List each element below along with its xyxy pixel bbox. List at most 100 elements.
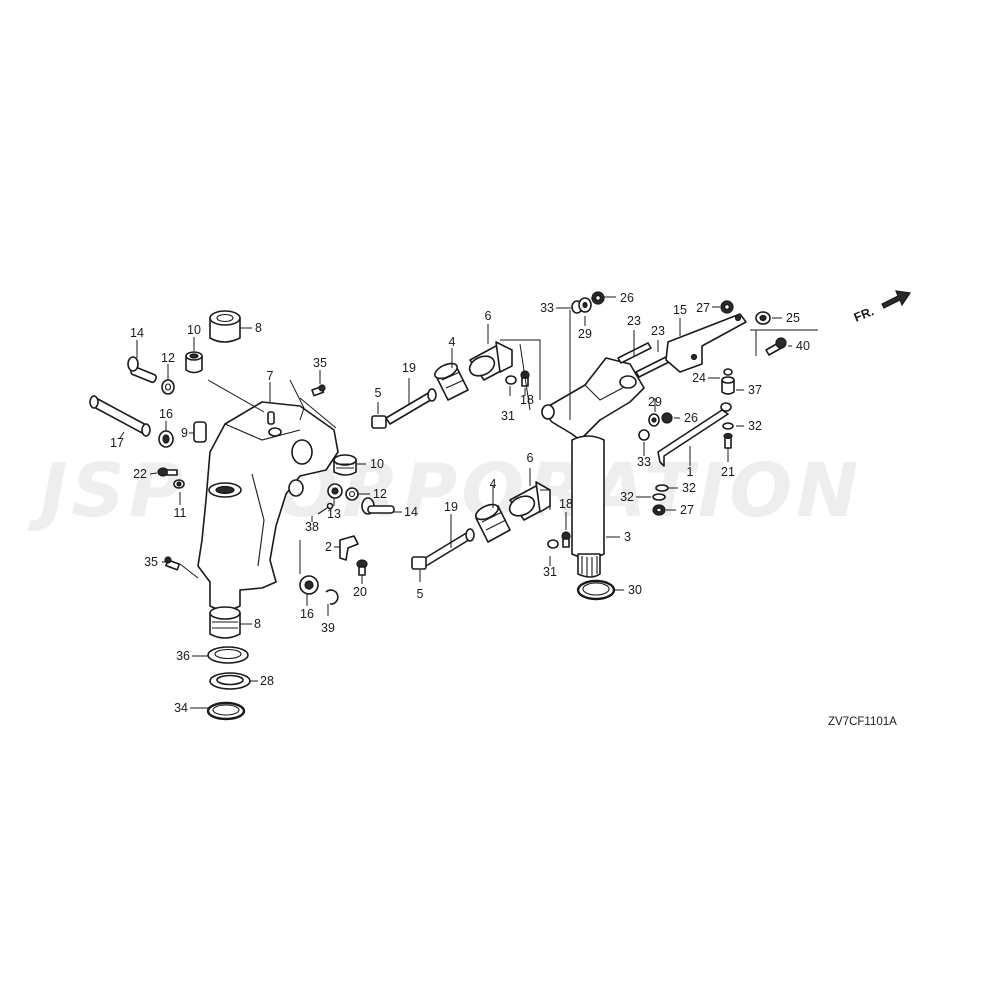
part-36-seal xyxy=(207,646,249,664)
callout-18: 18 xyxy=(520,393,534,407)
callout-14-lower: 14 xyxy=(404,505,418,519)
callout-33-lower: 33 xyxy=(637,455,651,469)
callout-8: 8 xyxy=(255,321,262,335)
part-6-housing-lower xyxy=(508,481,551,521)
callout-19-lower: 19 xyxy=(444,500,458,514)
front-direction-arrow: FR. xyxy=(852,290,912,325)
part-13-collar xyxy=(327,483,343,499)
callout-35-lower: 35 xyxy=(144,555,158,569)
part-12-collar xyxy=(161,379,175,395)
part-11-nipple xyxy=(173,479,185,489)
part-32-washer-b xyxy=(655,484,669,492)
part-8-upper-bushing xyxy=(209,310,241,343)
part-12-collar-lower xyxy=(345,487,359,501)
part-39-circlip xyxy=(325,589,339,605)
callout-31: 31 xyxy=(501,409,515,423)
callout-7: 7 xyxy=(267,369,274,383)
part-35-bolt xyxy=(311,384,326,397)
callout-26-lower: 26 xyxy=(684,411,698,425)
part-18-bolt-lower xyxy=(561,531,571,548)
callout-29: 29 xyxy=(578,327,592,341)
part-9-block xyxy=(193,421,207,443)
part-3-steering-shaft xyxy=(541,357,645,578)
callout-2: 2 xyxy=(325,540,332,554)
part-2-bracket xyxy=(339,535,359,561)
part-30-o-ring xyxy=(576,579,616,601)
part-31-washer-lower xyxy=(547,539,559,549)
part-4-mount xyxy=(434,362,469,401)
callout-29-lower: 29 xyxy=(648,395,662,409)
part-19-bolt xyxy=(385,388,437,425)
callout-33: 33 xyxy=(540,301,554,315)
part-26-nut-lower xyxy=(661,412,673,424)
part-7-swivel-case xyxy=(197,401,339,611)
part-14-pin xyxy=(127,356,158,384)
part-23-stud-b xyxy=(635,356,670,378)
callout-32-b: 32 xyxy=(682,481,696,495)
callout-38: 38 xyxy=(305,520,319,534)
callout-23-b: 23 xyxy=(651,324,665,338)
callout-14: 14 xyxy=(130,326,144,340)
callout-21: 21 xyxy=(721,465,735,479)
callout-12: 12 xyxy=(161,351,175,365)
part-28-washer xyxy=(209,672,251,690)
part-33-washer-lower xyxy=(638,429,650,441)
callout-13: 13 xyxy=(327,507,341,521)
part-17-shaft xyxy=(89,395,151,437)
part-31-washer xyxy=(505,375,517,385)
callout-37: 37 xyxy=(748,383,762,397)
callout-4-lower: 4 xyxy=(490,477,497,491)
callout-22: 22 xyxy=(133,467,147,481)
part-1-rod xyxy=(657,402,732,467)
part-38-pin xyxy=(317,502,334,515)
callout-9: 9 xyxy=(181,426,188,440)
callout-27: 27 xyxy=(696,301,710,315)
callout-12-lower: 12 xyxy=(373,487,387,501)
callout-17: 17 xyxy=(110,436,124,450)
part-34-ring xyxy=(206,701,246,721)
callout-31-lower: 31 xyxy=(543,565,557,579)
part-27-nut-lower xyxy=(652,504,666,516)
part-14-pin-lower xyxy=(361,497,395,515)
callout-39: 39 xyxy=(321,621,335,635)
callout-5-lower: 5 xyxy=(417,587,424,601)
callout-20: 20 xyxy=(353,585,367,599)
part-4-mount-lower xyxy=(475,503,511,543)
callout-6-lower: 6 xyxy=(527,451,534,465)
callout-numbers: 14 10 8 12 7 35 17 16 9 22 11 10 12 13 1… xyxy=(110,291,810,715)
callout-16-lower: 16 xyxy=(300,607,314,621)
callout-23: 23 xyxy=(627,314,641,328)
part-10-nut-lower xyxy=(333,454,357,476)
part-29-washer-lower xyxy=(648,413,660,427)
part-15-bracket xyxy=(665,313,747,373)
callout-26: 26 xyxy=(620,291,634,305)
callout-36: 36 xyxy=(176,649,190,663)
part-19-bolt-lower xyxy=(421,528,475,567)
part-32-washer xyxy=(722,422,734,430)
callout-28: 28 xyxy=(260,674,274,688)
part-29-washer xyxy=(578,297,592,313)
callout-35: 35 xyxy=(313,356,327,370)
diagram-code: ZV7CF1101A xyxy=(828,716,897,728)
part-24-bushing xyxy=(721,376,735,395)
callout-4: 4 xyxy=(449,335,456,349)
part-16-bushing xyxy=(158,430,174,448)
part-25-nut xyxy=(755,311,771,325)
callout-34: 34 xyxy=(174,701,188,715)
callout-27-lower: 27 xyxy=(680,503,694,517)
callout-18-lower: 18 xyxy=(559,497,573,511)
part-20-bolt xyxy=(356,559,368,576)
callout-5: 5 xyxy=(375,386,382,400)
part-21-bolt xyxy=(723,432,733,449)
callout-1: 1 xyxy=(687,465,694,479)
part-40-bolt xyxy=(765,337,787,356)
callout-10: 10 xyxy=(187,323,201,337)
part-26-nut xyxy=(591,291,605,305)
callout-3: 3 xyxy=(624,530,631,544)
callout-8-lower: 8 xyxy=(254,617,261,631)
part-27-nut xyxy=(720,300,734,314)
part-32-washer-c xyxy=(652,493,666,501)
part-10-nut xyxy=(185,351,203,374)
